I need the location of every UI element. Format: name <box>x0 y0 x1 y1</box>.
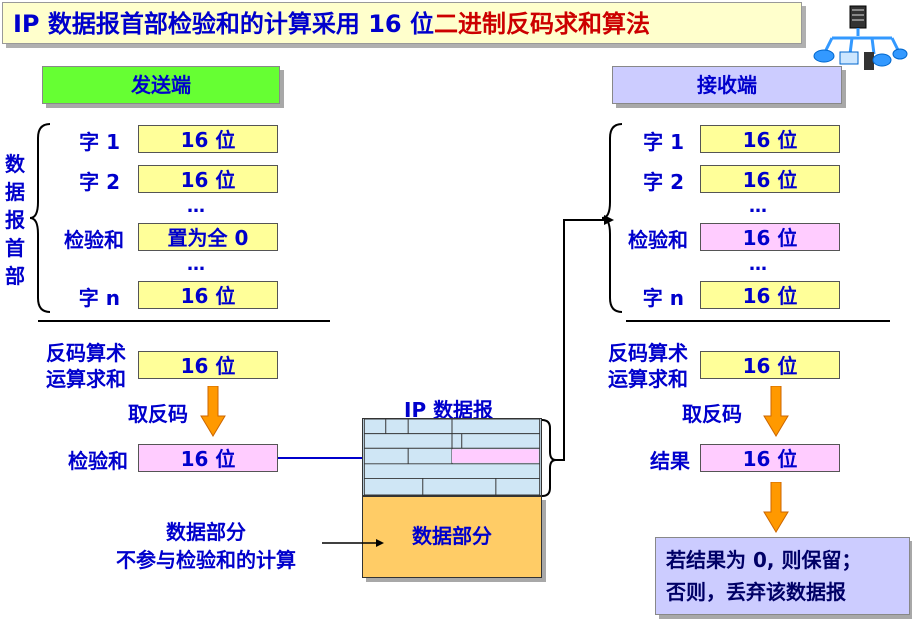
sender-sum-cell: 16 位 <box>138 351 278 379</box>
sender-word2-cell: 16 位 <box>138 165 278 193</box>
receiver-word1-label: 字 1 <box>643 130 684 154</box>
conclusion-line: 若结果为 0, 则保留； <box>666 548 862 572</box>
note-arrow <box>322 539 384 547</box>
datagram-header <box>362 418 542 496</box>
sender-sum-label-line: 运算求和 <box>46 367 126 391</box>
datagram-header-side-label: 数 据 报 首 部 <box>2 150 28 290</box>
receiver-sum-label-line: 运算求和 <box>608 367 688 391</box>
datagram-data-part: 数据部分 <box>362 496 542 578</box>
conclusion-line: 否则，丢弃该数据报 <box>666 580 846 604</box>
conclusion-box: 若结果为 0, 则保留； 否则，丢弃该数据报 <box>655 537 910 615</box>
datagram-to-receiver-connector <box>541 215 614 497</box>
network-icon <box>813 5 908 70</box>
data-note-line: 不参与检验和的计算 <box>116 548 296 572</box>
receiver-checksum-row-label: 检验和 <box>628 228 688 252</box>
receiver-word2-cell: 16 位 <box>700 165 840 193</box>
receiver-checksum-cell: 16 位 <box>700 223 840 251</box>
receiver-result-label: 结果 <box>650 449 690 473</box>
title-main: IP 数据报首部检验和的计算采用 16 位 <box>13 10 434 38</box>
receiver-brace <box>601 123 623 313</box>
sender-sum-label: 反码算术 运算求和 <box>20 340 126 392</box>
receiver-result-cell: 16 位 <box>700 444 840 472</box>
data-note-line: 数据部分 <box>166 520 246 544</box>
side-char: 首 <box>5 236 25 260</box>
sender-checksum-cell: 16 位 <box>138 444 278 472</box>
receiver-sum-label: 反码算术 运算求和 <box>582 340 688 392</box>
receiver-dots-1: … <box>749 196 767 217</box>
side-char: 部 <box>5 264 25 288</box>
sender-checksum-label: 检验和 <box>68 449 128 473</box>
side-char: 数 <box>5 152 25 176</box>
sender-checksum-zero-cell: 置为全 0 <box>138 223 278 251</box>
data-part-note: 数据部分 不参与检验和的计算 <box>96 518 316 574</box>
sender-divider <box>38 320 330 322</box>
sender-checksum-row-label: 检验和 <box>64 228 124 252</box>
side-char: 据 <box>5 180 25 204</box>
sender-word2-label: 字 2 <box>79 170 120 194</box>
receiver-sum-cell: 16 位 <box>700 351 840 379</box>
receiver-word1-cell: 16 位 <box>700 125 840 153</box>
receiver-orange-arrow-2 <box>763 482 789 533</box>
receiver-complement-label: 取反码 <box>682 402 742 426</box>
sender-wordn-label: 字 n <box>78 286 120 310</box>
sender-heading: 发送端 <box>42 66 280 104</box>
sender-word1-cell: 16 位 <box>138 125 278 153</box>
receiver-wordn-cell: 16 位 <box>700 281 840 309</box>
receiver-heading: 接收端 <box>612 66 842 104</box>
receiver-dots-2: … <box>749 254 767 275</box>
title-highlight: 二进制反码求和算法 <box>433 10 650 38</box>
receiver-word2-label: 字 2 <box>643 170 684 194</box>
sender-word1-label: 字 1 <box>79 130 120 154</box>
receiver-divider <box>626 320 890 322</box>
sender-brace <box>29 123 51 313</box>
page-title: IP 数据报首部检验和的计算采用 16 位二进制反码求和算法 <box>2 2 802 44</box>
side-char: 报 <box>5 208 25 232</box>
sender-dots-1: … <box>187 196 205 217</box>
sender-dots-2: … <box>187 254 205 275</box>
sender-sum-label-line: 反码算术 <box>46 341 126 365</box>
sender-orange-arrow <box>200 386 226 437</box>
receiver-wordn-label: 字 n <box>642 286 684 310</box>
sender-wordn-cell: 16 位 <box>138 281 278 309</box>
receiver-sum-label-line: 反码算术 <box>608 341 688 365</box>
sender-complement-label: 取反码 <box>128 402 188 426</box>
receiver-orange-arrow-1 <box>763 386 789 437</box>
